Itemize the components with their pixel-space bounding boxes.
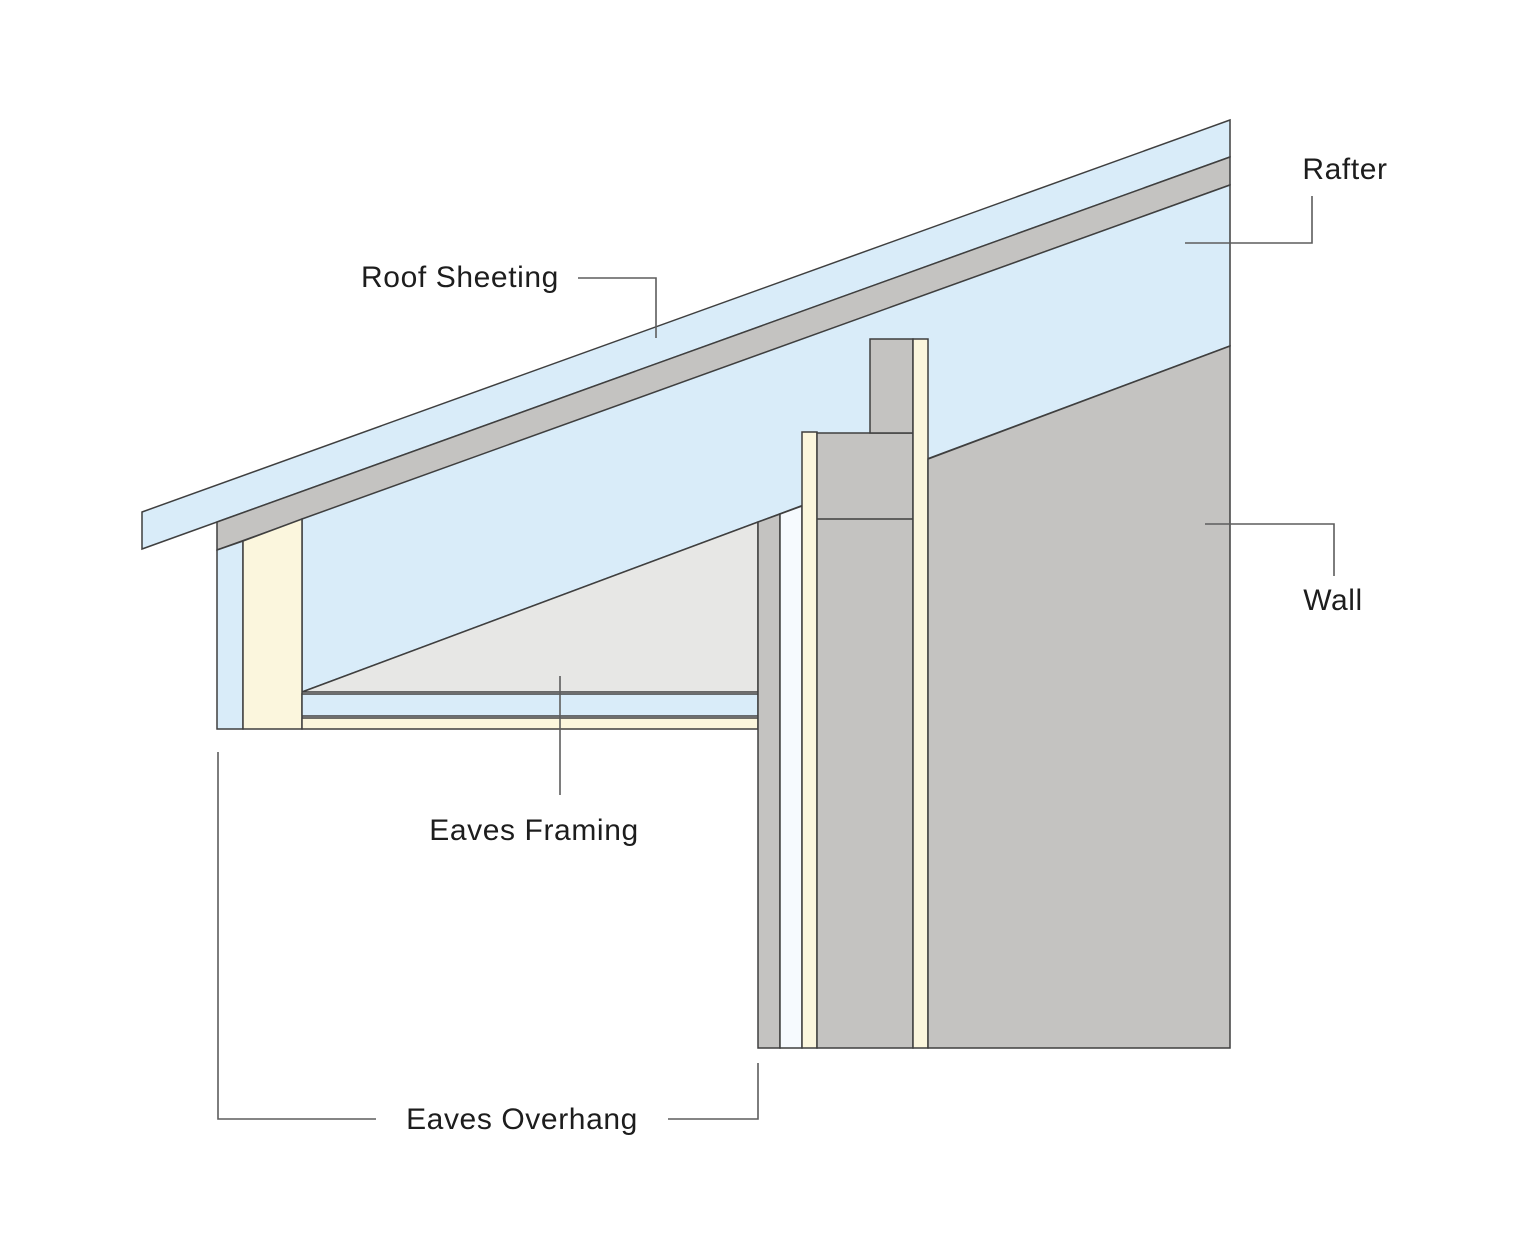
fascia-trim: [216, 539, 244, 730]
soffit-lining: [301, 717, 759, 730]
fascia-board: [242, 517, 303, 730]
wall-label: Wall: [1303, 584, 1363, 617]
wall-blocking: [869, 338, 914, 434]
wall-leader-line: [1205, 523, 1335, 576]
rafter-label: Rafter: [1302, 153, 1388, 186]
wall-plate-cream-left: [801, 431, 818, 1049]
roof-sheeting-label: Roof Sheeting: [361, 261, 559, 294]
eaves-overhang-leader-right: [668, 1063, 759, 1120]
eaves-framing-label: Eaves Framing: [429, 814, 639, 847]
wall-plate-cream-right: [912, 338, 929, 1049]
roof-sheeting-leader-line: [578, 277, 657, 338]
eaves-overhang-label: Eaves Overhang: [406, 1103, 638, 1136]
soffit-panel: [301, 693, 759, 717]
wall-lining-board: [779, 504, 803, 1049]
eaves-overhang-leader-left: [217, 752, 376, 1120]
wall-external-batten: [757, 512, 781, 1049]
rafter-leader-line: [1185, 196, 1313, 244]
wall-main-panel: [927, 344, 1231, 1049]
wall-stud: [816, 432, 914, 1049]
